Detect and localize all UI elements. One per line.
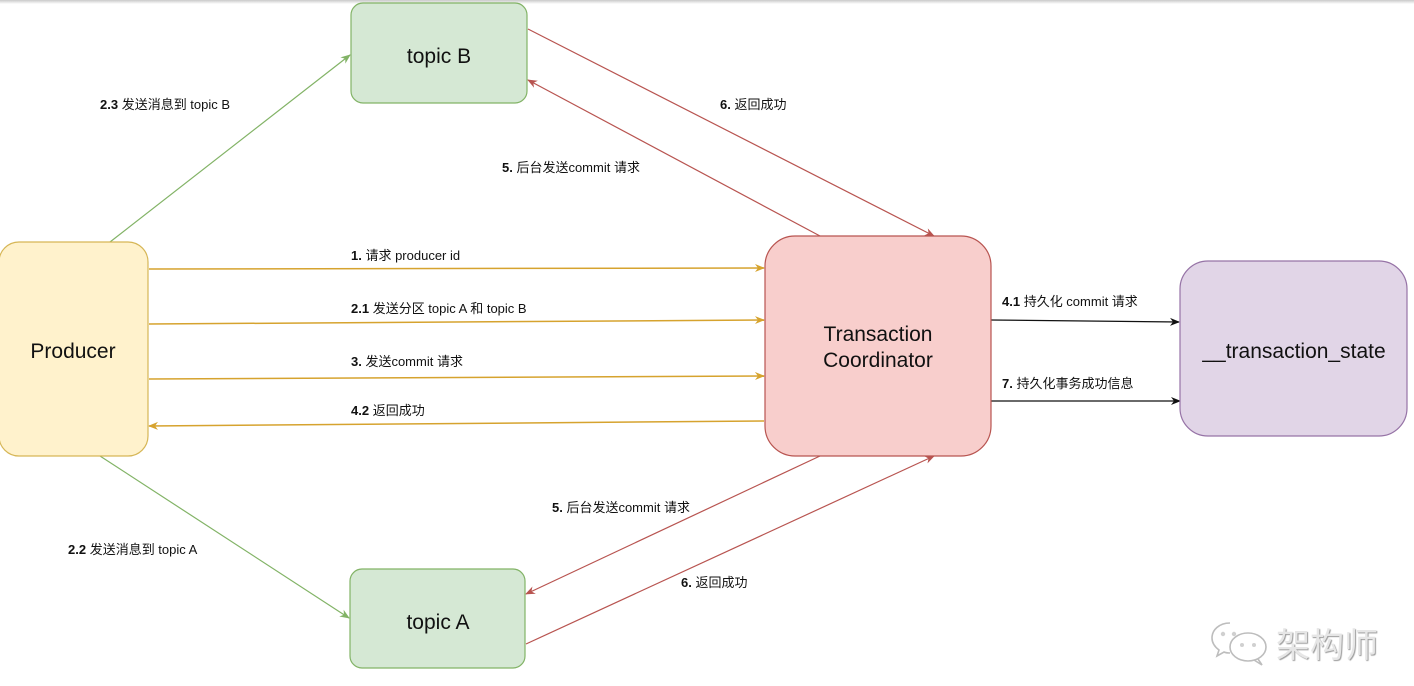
top-shadow-divider [0, 0, 1414, 4]
coordinator-label-line2: Coordinator [823, 349, 933, 372]
edge-label-2-2: 2.2 发送消息到 topic A [68, 542, 198, 557]
coordinator-box[interactable] [764, 235, 992, 457]
edge-6-topic-a-success [525, 455, 935, 645]
coordinator-label-line1: Transaction [824, 323, 933, 346]
topic-b-box[interactable] [350, 2, 528, 104]
edge-label-3: 3. 发送commit 请求 [351, 354, 463, 369]
node-transaction-state[interactable]: __transaction_state [1179, 260, 1408, 437]
edges [99, 28, 1181, 645]
edge-4-1-persist-commit [990, 317, 1180, 326]
producer-box[interactable] [0, 241, 149, 457]
edge-labels: 1. 请求 producer id 2.1 发送分区 topic A 和 top… [68, 97, 1138, 590]
edge-1-request-producer-id [148, 264, 765, 273]
node-transaction-coordinator[interactable]: Transaction Coordinator [764, 235, 992, 457]
edge-5-commit-to-topic-b [527, 79, 821, 237]
edge-2-2-to-topic-a [99, 455, 350, 619]
topic-a-label: topic A [406, 611, 469, 634]
transaction-state-label: __transaction_state [1201, 340, 1385, 363]
node-topic-a[interactable]: topic A [349, 568, 526, 669]
node-topic-b[interactable]: topic B [350, 2, 528, 104]
edge-label-6-topic-b: 6. 返回成功 [720, 97, 786, 112]
watermark-text: 架构师 [1276, 626, 1378, 666]
topic-a-box[interactable] [349, 568, 526, 669]
edge-label-5-topic-b: 5. 后台发送commit 请求 [502, 160, 640, 175]
edge-label-4-1: 4.1 持久化 commit 请求 [1002, 294, 1138, 309]
topic-b-label: topic B [407, 45, 471, 68]
edge-label-1: 1. 请求 producer id [351, 248, 460, 263]
edge-3-send-commit [148, 372, 765, 381]
transaction-state-box[interactable] [1179, 260, 1408, 437]
edge-label-6-topic-a: 6. 返回成功 [681, 575, 747, 590]
edge-2-1-send-partitions [148, 316, 765, 325]
wechat-icon [1211, 621, 1267, 666]
edge-2-3-to-topic-b [109, 54, 351, 243]
edge-label-4-2: 4.2 返回成功 [351, 403, 425, 418]
edge-label-5-topic-a: 5. 后台发送commit 请求 [552, 500, 690, 515]
edge-4-2-return-success [148, 420, 765, 430]
edge-6-topic-b-success [527, 28, 935, 237]
edge-label-2-1: 2.1 发送分区 topic A 和 topic B [351, 301, 527, 316]
watermark: 架构师 [1210, 618, 1378, 667]
edge-5-commit-to-topic-a [525, 455, 821, 595]
edge-label-2-3: 2.3 发送消息到 topic B [100, 97, 230, 112]
edge-label-7: 7. 持久化事务成功信息 [1002, 376, 1133, 391]
node-producer[interactable]: Producer [0, 241, 149, 457]
producer-label: Producer [30, 340, 115, 363]
